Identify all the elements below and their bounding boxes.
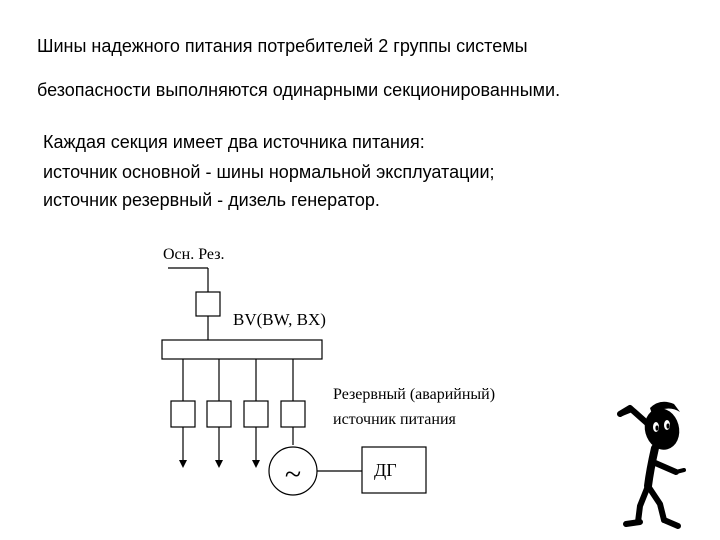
diesel-generator-label: ДГ — [374, 460, 397, 480]
input-label: Осн. Рез. — [163, 246, 225, 263]
breaker-box-1 — [170, 400, 196, 428]
body-line-2: источник основной - шины нормальной эксп… — [43, 162, 495, 182]
switch-label: BV(BW, BX) — [233, 310, 326, 329]
body-line-3: источник резервный - дизель генератор. — [43, 190, 380, 210]
breaker-box-2 — [206, 400, 232, 428]
ac-symbol: ~ — [285, 458, 301, 491]
busbar — [161, 339, 323, 360]
breaker-box-3 — [243, 400, 269, 428]
body-line-1: Каждая секция имеет два источника питани… — [43, 132, 425, 152]
reserve-label-line-2: источник питания — [333, 411, 457, 428]
diesel-generator-box — [361, 446, 427, 494]
heading-line-2: безопасности выполняются одинарными секц… — [37, 80, 561, 100]
reserve-label-line-1: Резервный (аварийный) — [333, 386, 495, 403]
breaker-box-4 — [280, 400, 306, 428]
heading-line-1: Шины надежного питания потребителей 2 гр… — [37, 36, 528, 56]
section-switch-box — [195, 291, 221, 317]
thinking-stick-figure-icon — [617, 401, 686, 529]
